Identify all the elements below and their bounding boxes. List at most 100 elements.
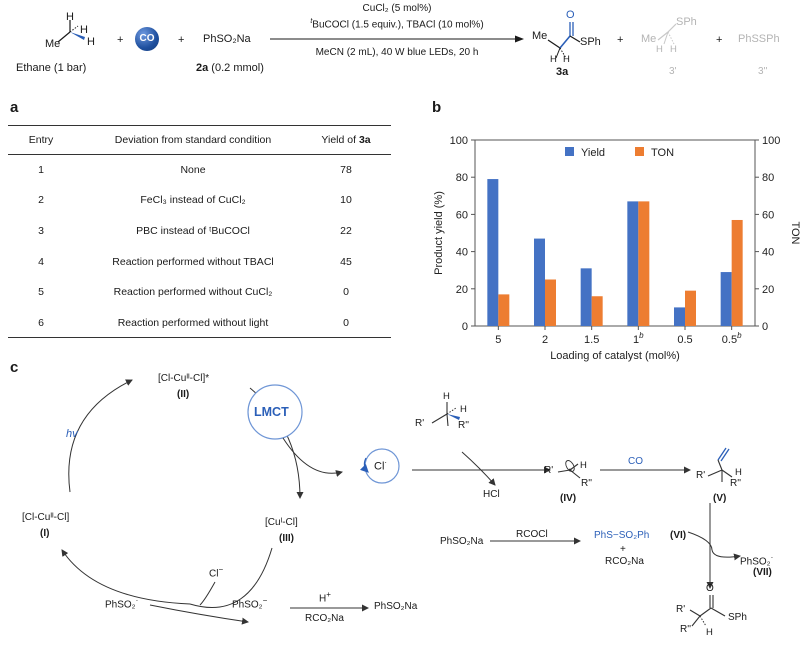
bar-ton xyxy=(591,296,603,326)
panel-b-label: b xyxy=(432,99,442,116)
product-h1: H xyxy=(550,54,557,65)
table-cell-deviation: Reaction performed without light xyxy=(117,317,269,329)
proton: H+ xyxy=(319,590,331,605)
final-h: H xyxy=(706,627,713,638)
x-tick-label: 0.5b xyxy=(722,331,742,346)
side-product-sulfide-structure xyxy=(657,23,677,45)
table-cell-entry: 6 xyxy=(38,317,44,329)
sulfinate-salt-product: PhSO₂Na xyxy=(374,601,418,612)
table-cell-deviation: FeCl₃ instead of CuCl₂ xyxy=(140,194,246,206)
bar-ton xyxy=(731,219,743,326)
plus-sign: + xyxy=(117,34,124,46)
ethane-structure xyxy=(57,20,85,43)
disulfide-formula: PhSSPh xyxy=(738,33,780,45)
side-product-h1: H xyxy=(656,44,663,55)
thiosulfonate-number: (VI) xyxy=(670,530,687,541)
table-cell-deviation: None xyxy=(180,164,206,176)
bar-ton xyxy=(685,290,696,326)
x-tick-superscript: b xyxy=(737,331,742,340)
co-molecule-icon: CO xyxy=(135,27,159,51)
bar-ton xyxy=(638,201,650,326)
table-header-rule xyxy=(8,154,391,155)
x-tick-superscript: b xyxy=(639,331,644,340)
photon-label: hv xyxy=(66,428,78,440)
cu2-excited-number: (II) xyxy=(177,389,190,400)
y2-axis-label: TON xyxy=(789,221,801,244)
table-cell-yield: 10 xyxy=(340,194,352,206)
header-entry: Entry xyxy=(28,134,54,146)
chloride-anion: Cl− xyxy=(209,565,224,580)
acyl-r1: R' xyxy=(696,470,706,481)
header-deviation: Deviation from standard condition xyxy=(114,134,272,146)
legend-swatch-ton xyxy=(635,147,644,156)
thiosulfonate-byproduct: RCO₂Na xyxy=(605,556,644,567)
table-cell-deviation: Reaction performed without TBACl xyxy=(112,256,274,268)
table-cell-entry: 1 xyxy=(38,164,44,176)
product-label: 3a xyxy=(556,66,569,78)
condition-line-1: CuCl₂ (5 mol%) xyxy=(362,3,432,14)
bar-yield xyxy=(580,268,592,326)
bar-yield xyxy=(674,307,685,326)
y-tick-label: 100 xyxy=(450,135,468,147)
final-sph: SPh xyxy=(728,612,747,623)
ethane-methyl: Me xyxy=(45,38,61,50)
bar-yield xyxy=(720,272,732,326)
plus-sign: + xyxy=(178,34,185,46)
plus-sign: + xyxy=(716,34,723,46)
y-tick-label: 20 xyxy=(456,284,468,296)
substrate-r2: R'' xyxy=(458,420,470,431)
sulfonyl-radical-2-number: (VII) xyxy=(753,567,772,578)
sulfonyl-radical: PhSO₂· xyxy=(105,596,139,611)
x-axis-label: Loading of catalyst (mol%) xyxy=(550,350,680,362)
product-sph: SPh xyxy=(580,36,601,48)
table-cell-entry: 2 xyxy=(38,194,44,206)
table-cell-entry: 4 xyxy=(38,256,44,268)
hydrogen-chloride: HCl xyxy=(483,489,500,500)
substrate-r1: R' xyxy=(415,418,425,429)
reaction-arrow xyxy=(270,35,524,43)
x-tick-label: 1b xyxy=(633,331,644,346)
carboxylate-salt: RCO₂Na xyxy=(305,613,344,624)
acyl-number: (V) xyxy=(713,493,727,504)
plus-sign: + xyxy=(617,34,624,46)
ethane-h-mid: H xyxy=(80,24,88,36)
acyl-chloride: RCOCl xyxy=(516,529,548,540)
ethane-h-right: H xyxy=(87,36,95,48)
side-product-sph: SPh xyxy=(676,16,697,28)
side-product-label: 3' xyxy=(669,66,677,77)
y-axis-label: Product yield (%) xyxy=(433,191,445,275)
sulfonyl-radical-2: PhSO₂· xyxy=(740,553,774,568)
y-tick-label: 80 xyxy=(456,172,468,184)
table-cell-entry: 5 xyxy=(38,286,44,298)
acyl-r2: R'' xyxy=(730,478,742,489)
table-top-rule xyxy=(8,125,391,126)
reagent-formula: PhSO₂Na xyxy=(203,33,251,45)
header-yield: Yield of 3a xyxy=(321,134,371,146)
bar-ton xyxy=(498,294,510,326)
final-r2: R'' xyxy=(680,624,692,635)
chlorine-radical: Cl· xyxy=(374,458,388,473)
final-r1: R' xyxy=(676,604,686,615)
table-cell-deviation: Reaction performed without CuCl₂ xyxy=(113,286,273,298)
bar-ton xyxy=(545,279,556,326)
table-cell-entry: 3 xyxy=(38,225,44,237)
table-cell-yield: 78 xyxy=(340,164,352,176)
y-tick-label: 60 xyxy=(456,209,468,221)
table-cell-deviation: PBC instead of ᵗBuCOCl xyxy=(136,225,250,237)
reagent-label: 2a (0.2 mmol) xyxy=(196,62,264,74)
thiosulfonate: PhS−SO₂Ph xyxy=(594,530,650,541)
cu2-excited-label: [Cl-Cuᴵᴵ-Cl]* xyxy=(158,373,210,384)
bar-yield xyxy=(487,179,499,326)
x-tick-label: 0.5 xyxy=(677,334,692,346)
y2-tick-label: 80 xyxy=(762,172,774,184)
sulfinate-anion: PhSO₂− xyxy=(232,596,268,611)
ethane-h-top: H xyxy=(66,11,74,23)
side-product-methyl: Me xyxy=(641,33,657,45)
disulfide-label: 3'' xyxy=(758,66,768,77)
product-h2: H xyxy=(563,54,570,65)
thioester-product-structure xyxy=(547,22,581,59)
ethane-label: Ethane (1 bar) xyxy=(16,62,87,74)
y2-tick-label: 40 xyxy=(762,247,774,259)
substrate-h1: H xyxy=(443,391,450,402)
